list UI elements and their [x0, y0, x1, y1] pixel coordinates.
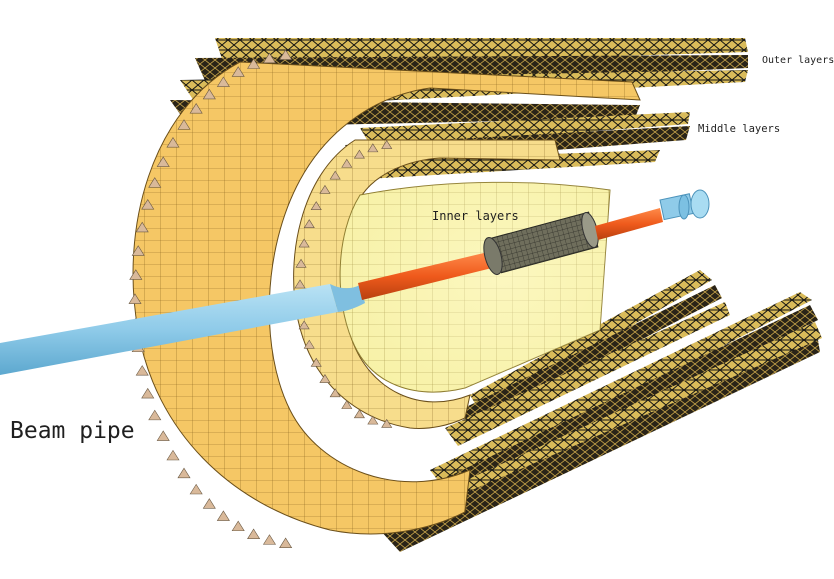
bracket — [156, 430, 170, 441]
bracket — [279, 49, 293, 60]
beam-pipe — [0, 189, 710, 375]
bracket — [202, 498, 216, 509]
bracket — [367, 143, 379, 153]
bracket — [341, 158, 353, 168]
bracket — [329, 170, 341, 180]
pixel-module-end-left — [483, 237, 503, 275]
bracket — [148, 409, 162, 421]
beam-pipe-label: Beam pipe — [10, 418, 135, 444]
beam-pipe-core-left — [358, 252, 492, 300]
bracket — [381, 418, 393, 428]
outer-layer-bottom-trusses — [380, 292, 822, 552]
inner-layers-label: Inner layers — [432, 209, 519, 223]
beam-pipe-end — [690, 189, 710, 219]
bracket — [319, 184, 331, 194]
bracket — [231, 66, 245, 77]
outer-layer-shell — [132, 61, 641, 535]
bracket — [177, 119, 191, 130]
bracket — [303, 339, 315, 349]
outer-layers-label: Outer layers — [762, 55, 834, 66]
bracket — [141, 199, 155, 210]
bracket — [166, 449, 180, 461]
bracket — [189, 103, 203, 114]
bracket — [216, 76, 230, 87]
bracket — [303, 219, 315, 229]
bracket — [189, 483, 203, 495]
bracket — [319, 374, 331, 383]
bracket — [202, 88, 216, 100]
bracket — [166, 137, 180, 148]
bracket — [141, 387, 155, 399]
beam-pipe-core-right — [595, 208, 663, 240]
bracket — [129, 269, 143, 280]
beam-pipe-outer — [0, 284, 338, 375]
bracket — [135, 365, 149, 376]
bracket — [310, 201, 322, 211]
bracket — [353, 409, 365, 419]
bracket — [381, 139, 393, 149]
bracket — [131, 245, 145, 256]
bracket — [128, 293, 142, 304]
middle-layer-bottom-trusses — [445, 270, 730, 446]
bracket — [247, 528, 261, 540]
bracket — [262, 534, 277, 545]
bracket — [231, 520, 245, 532]
bracket — [329, 388, 341, 398]
bracket — [310, 357, 322, 367]
bracket — [298, 238, 310, 248]
bracket — [341, 400, 353, 409]
bracket — [177, 467, 191, 479]
bracket — [262, 52, 277, 64]
bracket — [156, 156, 170, 167]
bracket — [353, 149, 365, 159]
bracket — [216, 510, 230, 521]
bracket — [135, 221, 149, 233]
bracket — [295, 258, 307, 268]
bracket — [298, 320, 310, 330]
middle-layers-label: Middle layers — [698, 123, 781, 135]
bracket — [294, 279, 306, 289]
beam-pipe-flare — [330, 284, 365, 312]
bracket — [367, 415, 379, 425]
beam-pipe-ring — [678, 194, 690, 220]
bracket — [148, 177, 162, 188]
bracket — [247, 58, 261, 69]
bracket — [279, 537, 293, 548]
